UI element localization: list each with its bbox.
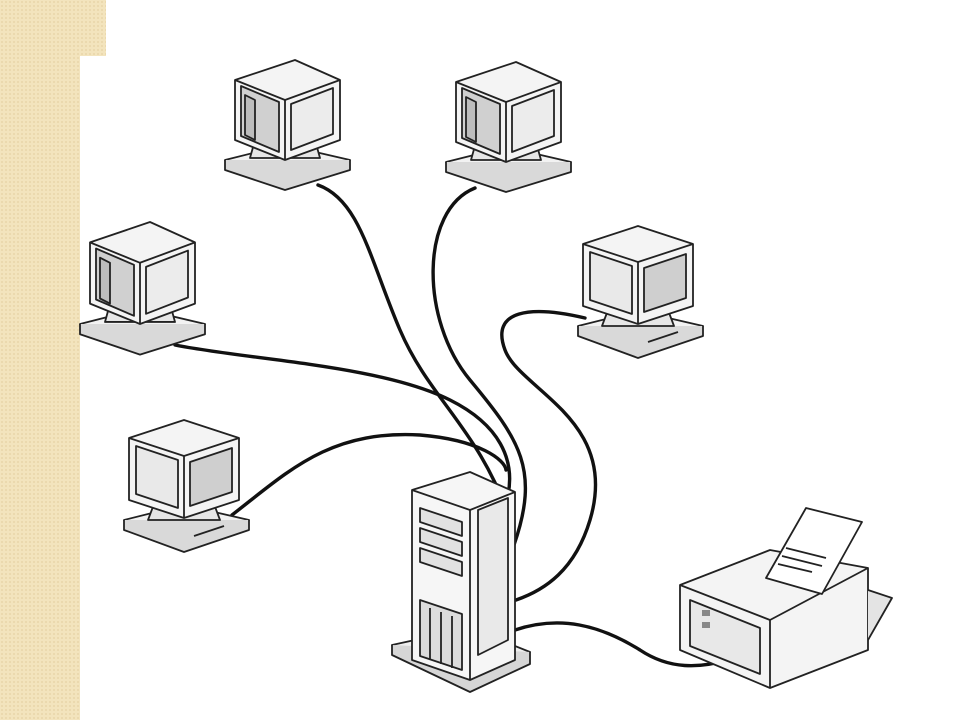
pc-top-left-icon <box>224 59 351 191</box>
pc-right-icon <box>577 225 704 359</box>
cable-pc-left <box>173 343 512 497</box>
cable-pc-top-right <box>431 186 528 547</box>
decorative-side-strip <box>0 0 80 720</box>
decorative-corner <box>0 0 106 56</box>
cables <box>173 183 730 668</box>
pc-top-right-icon <box>445 61 572 193</box>
cable-pc-right <box>500 309 598 602</box>
printer-icon <box>679 507 893 689</box>
pc-bottom-left-icon <box>123 419 250 553</box>
printer-light <box>702 610 710 616</box>
cable-pc-top-left <box>316 183 512 522</box>
server-tower-icon <box>391 471 531 693</box>
cable-pc-bottom-left <box>230 432 508 517</box>
pc-left-icon <box>79 221 206 356</box>
cable-printer <box>513 621 730 668</box>
